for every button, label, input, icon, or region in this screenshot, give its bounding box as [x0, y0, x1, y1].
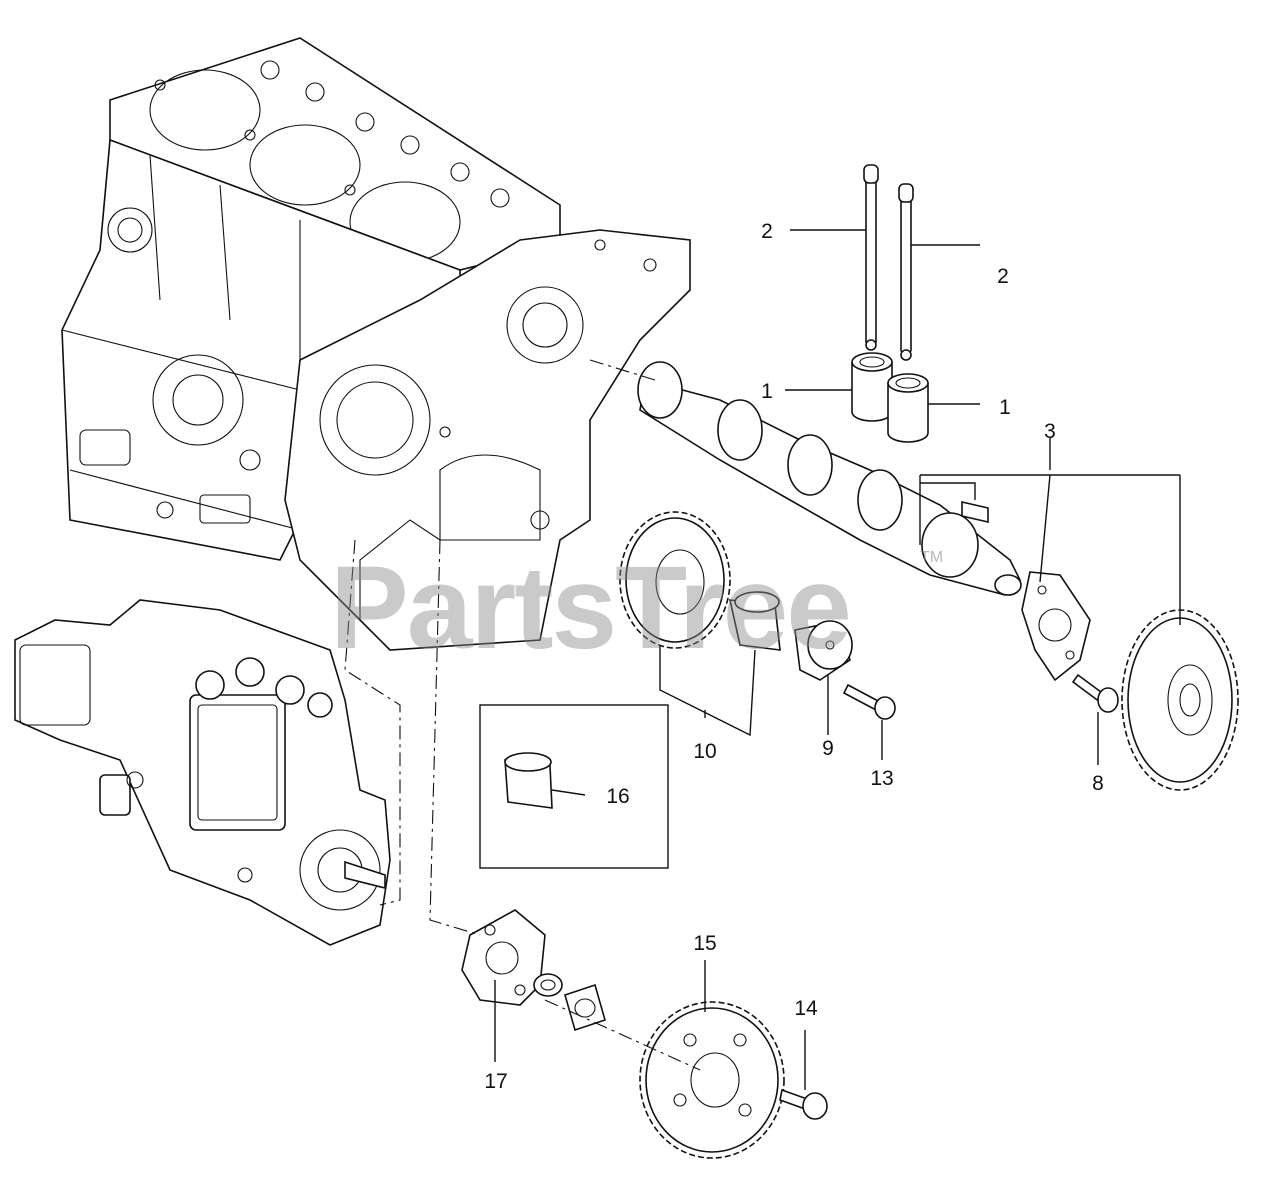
idle-gear	[619, 511, 731, 649]
pump-drive-gear	[639, 1001, 785, 1159]
tappet-left	[851, 352, 893, 422]
pump-drive-plate	[461, 909, 546, 1006]
callout-8: 8	[1092, 772, 1104, 795]
push-rod-right	[898, 183, 914, 361]
camshaft	[637, 361, 1022, 596]
callout-10: 10	[693, 740, 716, 763]
callout-3: 3	[1044, 420, 1056, 443]
watermark-trademark: TM	[920, 549, 943, 566]
thrust-plate	[1021, 571, 1091, 682]
callout-2-left: 2	[761, 220, 773, 243]
detail-inset-box	[479, 704, 669, 869]
callout-13: 13	[870, 767, 893, 790]
callout-15: 15	[693, 932, 716, 955]
bolt-14	[779, 1088, 828, 1120]
idle-gear-shaft	[794, 620, 853, 681]
callout-16: 16	[606, 785, 629, 808]
leader-lines	[494, 229, 1181, 1090]
callout-9: 9	[822, 737, 834, 760]
spacer-ring	[533, 973, 563, 997]
watermark-text: PartsTree	[330, 542, 850, 674]
bolt-8	[1071, 673, 1119, 713]
bolt-13	[842, 683, 896, 720]
assembly-lines	[344, 359, 701, 1071]
injection-pump	[14, 599, 391, 946]
callout-1-left: 1	[761, 380, 773, 403]
collar	[564, 983, 606, 1032]
callout-14: 14	[794, 997, 818, 1020]
engine-block	[61, 37, 691, 651]
callout-1-right: 1	[999, 396, 1011, 419]
callout-17: 17	[484, 1070, 507, 1093]
idle-gear-bushing	[728, 591, 781, 651]
callout-2-right: 2	[997, 265, 1009, 288]
cam-gear	[1121, 609, 1239, 791]
push-rod-left	[863, 164, 879, 351]
tappet-right	[887, 373, 929, 443]
